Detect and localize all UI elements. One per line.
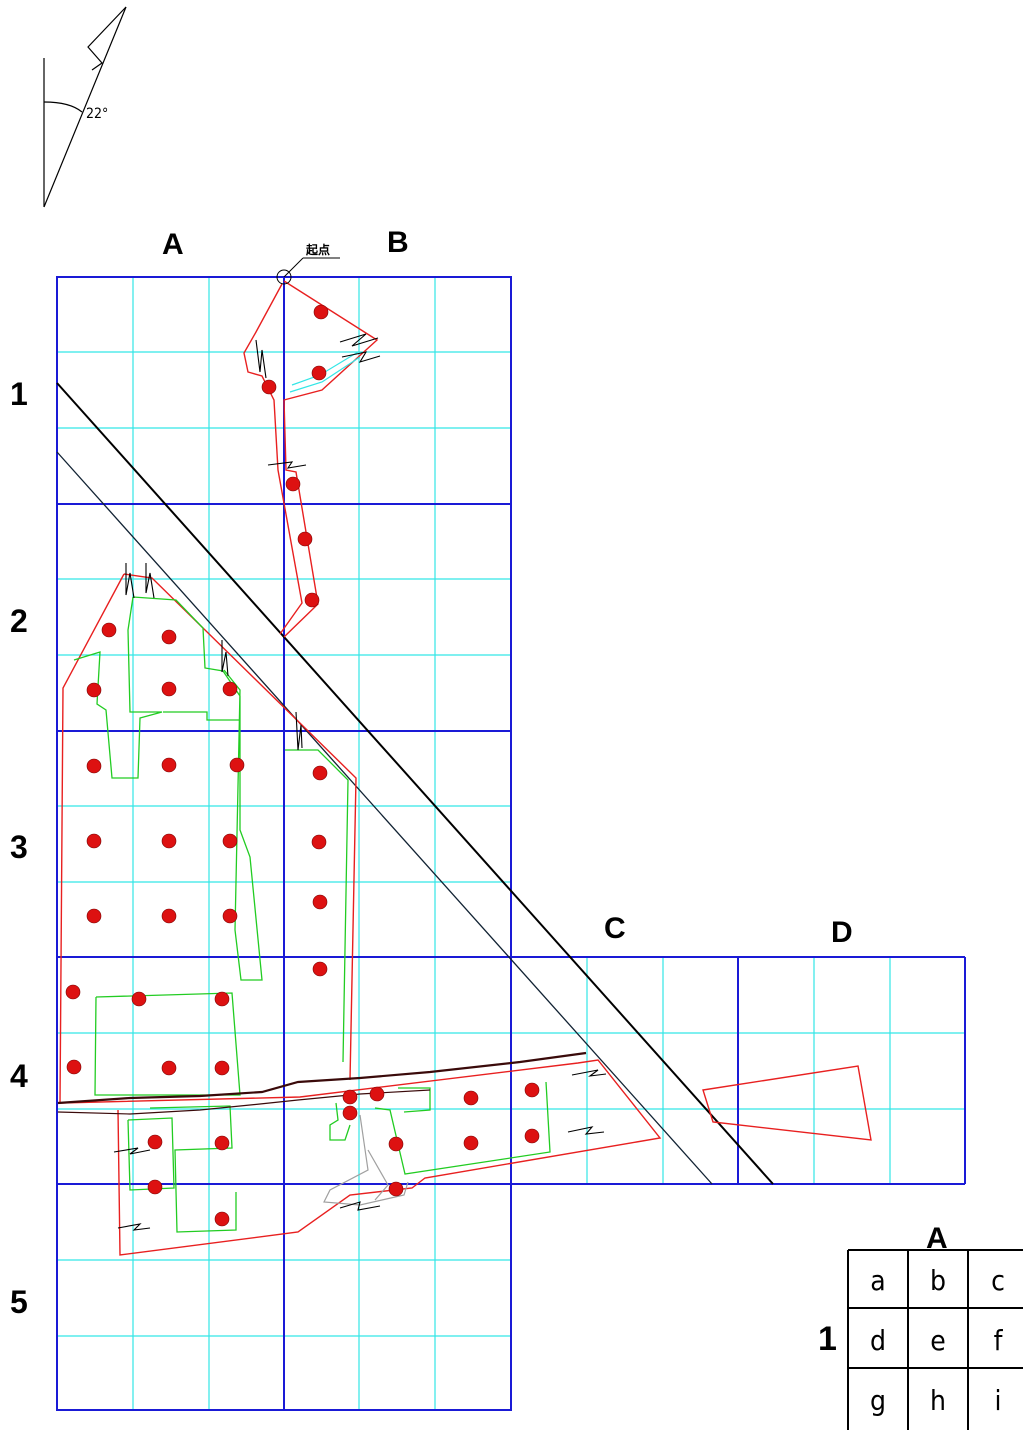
north-angle-label: 22° [86,106,108,122]
column-label-a: A [162,228,184,261]
key-cell-c: c [991,1264,1005,1297]
survey-markers [65,304,540,1227]
key-cell-f: f [994,1324,1004,1357]
row-label-3: 3 [10,829,28,865]
key-title: A [926,1222,948,1255]
key-cell-b: b [930,1264,946,1297]
major-grid [56,276,966,1411]
start-point-label: 起点 [305,242,330,257]
start-point-marker [276,257,340,285]
slope-symbols [113,333,607,1231]
key-cell-e: e [930,1324,946,1357]
key-table-grid [847,1249,1023,1430]
center-road-line [57,1051,587,1115]
key-cell-g: g [870,1384,886,1417]
column-label-c: C [604,912,626,945]
gray-structures [323,1114,409,1206]
row-label-4: 4 [10,1058,28,1094]
key-cell-h: h [930,1384,946,1417]
row-label-5: 5 [10,1284,28,1320]
site-boundary [59,280,872,1256]
parcel-outlines [73,596,551,1233]
road-lines [56,382,774,1185]
column-label-d: D [831,916,853,949]
key-row-label: 1 [818,1320,837,1358]
row-label-1: 1 [10,376,28,412]
north-arrow-icon [43,6,127,208]
key-cell-d: d [870,1324,886,1357]
key-cell-i: i [995,1384,1002,1417]
row-label-2: 2 [10,603,28,639]
key-cell-a: a [870,1264,885,1297]
column-label-b: B [387,226,409,259]
